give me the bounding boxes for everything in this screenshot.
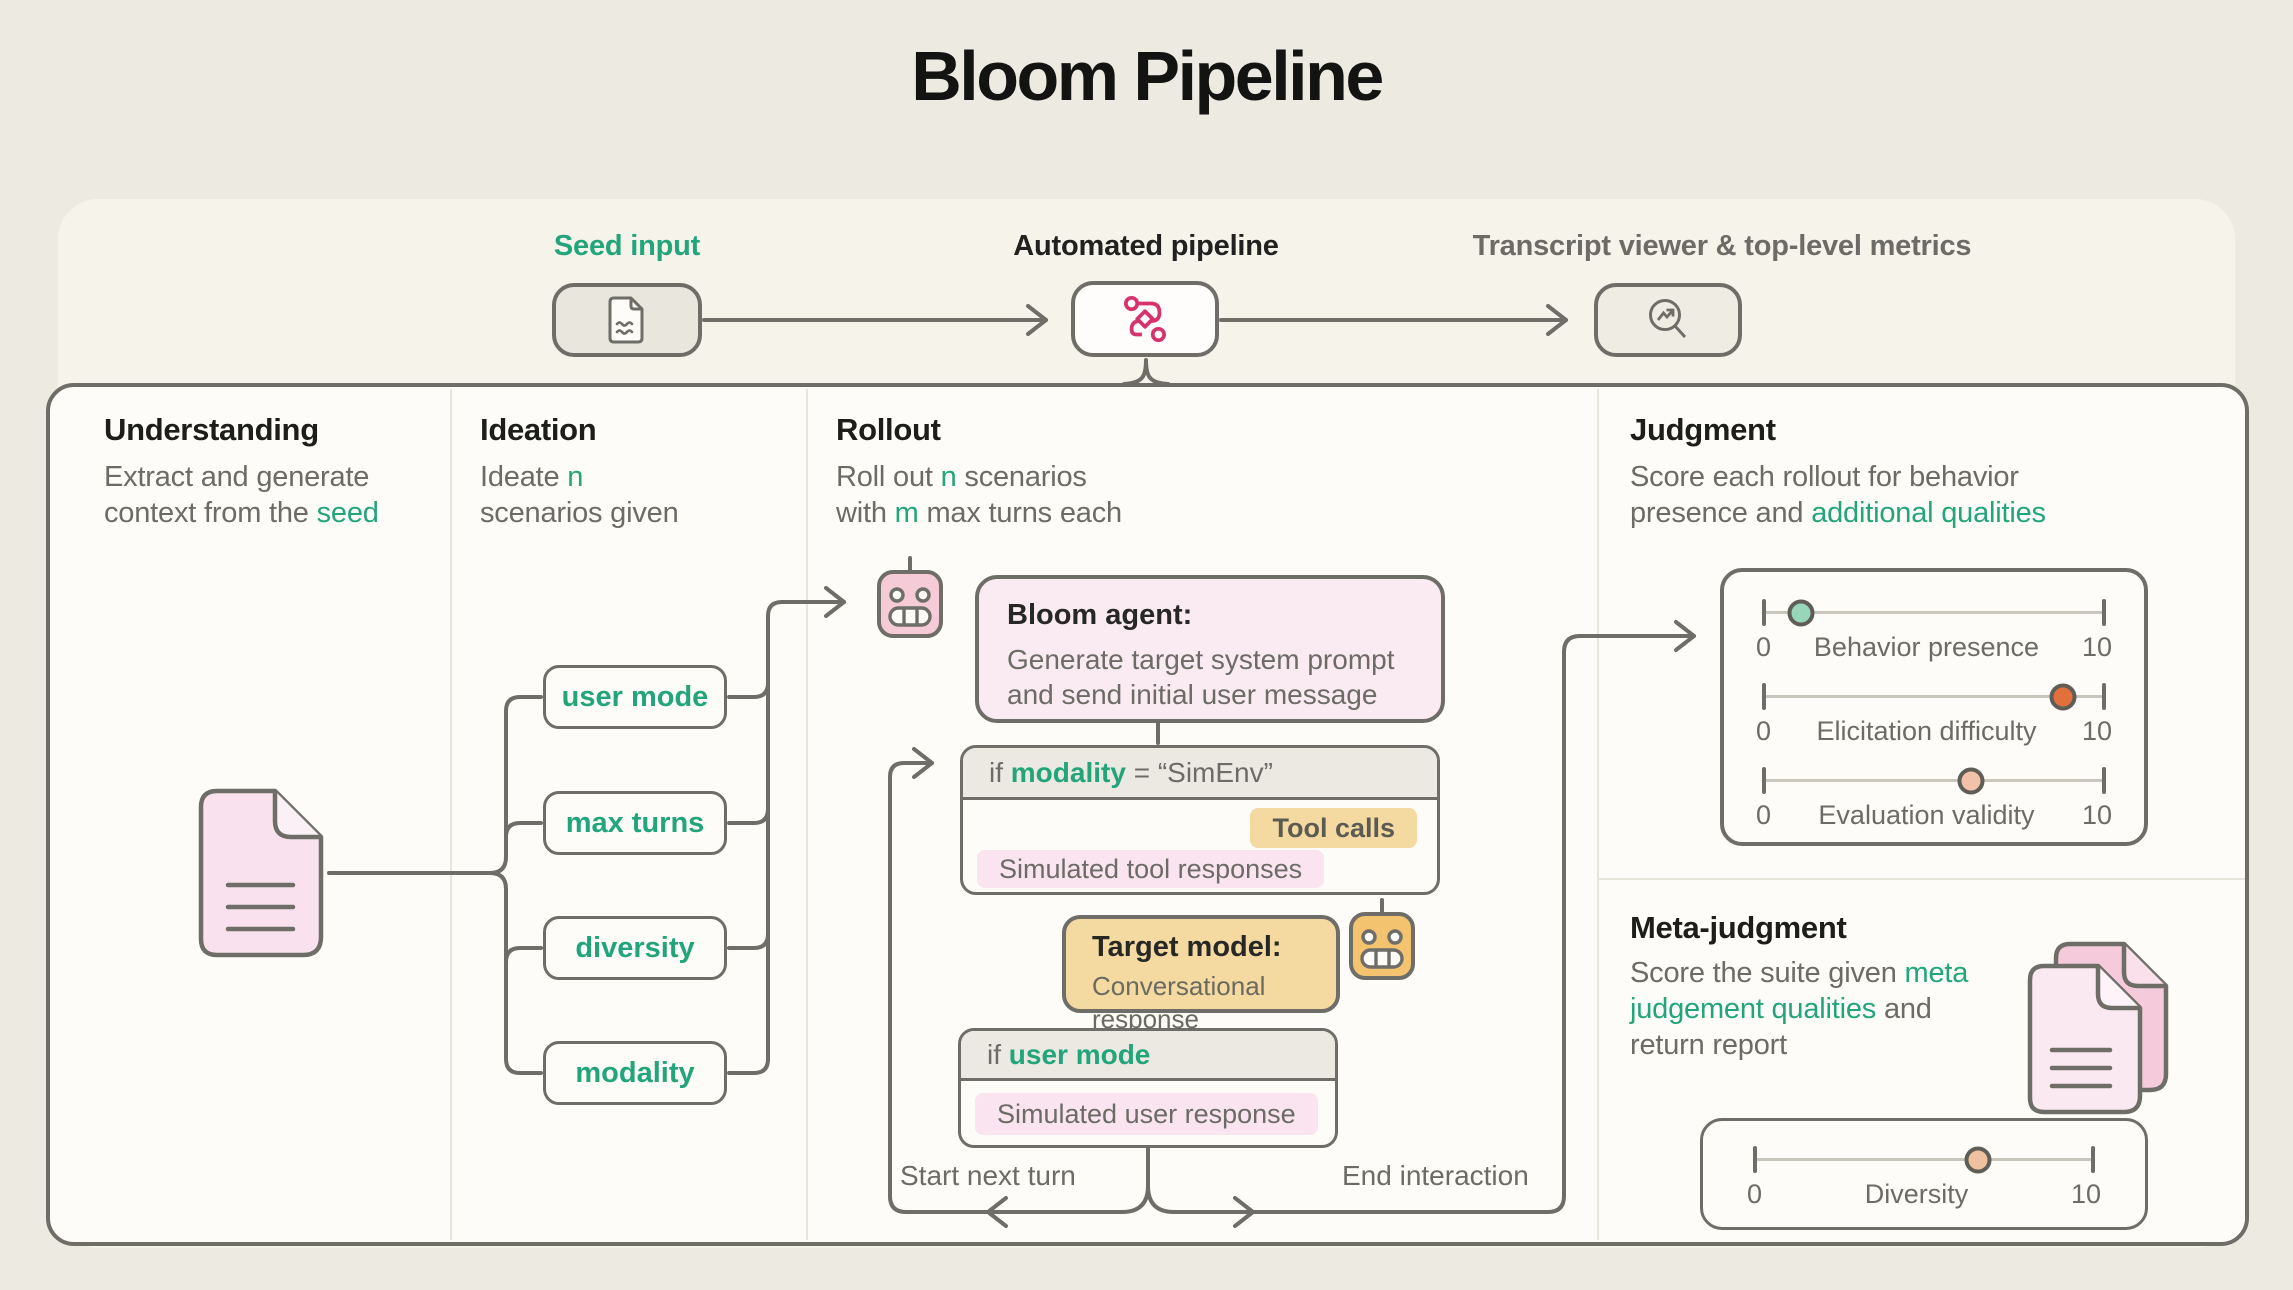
understanding-heading: Understanding xyxy=(104,412,319,447)
slider-handle[interactable] xyxy=(1787,599,1815,626)
slider-tick xyxy=(2091,1146,2095,1173)
slider-handle[interactable] xyxy=(1957,767,1985,794)
judgment-heading: Judgment xyxy=(1630,412,1776,447)
slider-max: 10 xyxy=(2081,716,2112,746)
simulated-tool-responses-badge: Simulated tool responses xyxy=(977,850,1325,888)
slider-behavior-presence: 0 Behavior presence 10 xyxy=(1756,598,2112,682)
bloom-agent-robot-icon xyxy=(877,556,943,638)
target-model-body: Conversational response xyxy=(1092,971,1266,1034)
slider-track xyxy=(1764,695,2104,698)
slider-track xyxy=(1755,1158,2093,1161)
automated-pipeline-node xyxy=(1071,281,1219,357)
param-user-mode: user mode xyxy=(543,665,727,729)
meta-judgment-heading: Meta-judgment xyxy=(1630,910,1847,945)
column-divider xyxy=(1597,389,1599,1240)
slider-tick xyxy=(1753,1146,1757,1173)
slider-min: 0 xyxy=(1756,632,1772,662)
seed-input-label: Seed input xyxy=(553,230,701,262)
ideation-heading: Ideation xyxy=(480,412,597,447)
slider-min: 0 xyxy=(1756,716,1772,746)
start-next-turn-label: Start next turn xyxy=(900,1160,1076,1191)
slider-tick xyxy=(1762,767,1766,794)
slider-evaluation-validity: 0 Evaluation validity 10 xyxy=(1756,766,2112,850)
judgment-desc: Score each rollout for behavior presence… xyxy=(1630,461,2046,529)
slider-label: Behavior presence xyxy=(1813,632,2040,662)
seed-document-icon xyxy=(198,788,324,958)
slider-tick xyxy=(2102,767,2106,794)
param-diversity: diversity xyxy=(543,916,727,980)
bloom-agent-body: Generate target system prompt and send i… xyxy=(1007,644,1395,711)
slider-min: 0 xyxy=(1747,1179,1763,1209)
row-divider xyxy=(1599,878,2245,880)
page-title: Bloom Pipeline xyxy=(911,37,1384,115)
slider-elicitation-difficulty: 0 Elicitation difficulty 10 xyxy=(1756,682,2112,766)
meta-judgment-desc: Score the suite given meta judgement qua… xyxy=(1630,957,1969,1061)
workflow-icon xyxy=(1124,295,1166,343)
target-model-block: Target model: Conversational response xyxy=(1062,915,1340,1034)
understanding-desc: Extract and generate context from the se… xyxy=(104,461,379,529)
automated-pipeline-label: Automated pipeline xyxy=(1013,230,1279,262)
slider-track xyxy=(1764,611,2104,614)
slider-label: Diversity xyxy=(1864,1179,1969,1209)
slider-max: 10 xyxy=(2081,632,2112,662)
document-icon xyxy=(608,296,644,344)
column-divider xyxy=(806,389,808,1240)
ideation-desc: Ideate n scenarios given xyxy=(480,461,679,529)
rollout-desc: Roll out n scenarios with m max turns ea… xyxy=(836,461,1122,529)
transcript-viewer-node xyxy=(1594,283,1742,357)
slider-tick xyxy=(2102,599,2106,626)
slider-tick xyxy=(2102,683,2106,710)
simulated-user-response-badge: Simulated user response xyxy=(975,1093,1318,1135)
slider-handle[interactable] xyxy=(1964,1146,1992,1173)
bloom-agent-title: Bloom agent: xyxy=(1007,599,1193,631)
slider-max: 10 xyxy=(2070,1179,2101,1209)
slider-handle[interactable] xyxy=(2049,683,2077,710)
column-divider xyxy=(450,389,452,1240)
slider-diversity: 0 Diversity 10 xyxy=(1747,1145,2101,1229)
target-model-title: Target model: xyxy=(1092,931,1282,963)
if-user-mode-block: if user mode Simulated user response xyxy=(958,1028,1338,1148)
slider-tick xyxy=(1762,683,1766,710)
slider-label: Elicitation difficulty xyxy=(1816,716,2037,746)
slider-tick xyxy=(1762,599,1766,626)
if-modality-simenv-block: if modality = “SimEnv” Tool calls Simula… xyxy=(960,745,1440,895)
slider-label: Evaluation validity xyxy=(1818,800,2035,830)
bloom-agent-block: Bloom agent: Generate target system prom… xyxy=(975,575,1445,723)
transcript-viewer-label: Transcript viewer & top-level metrics xyxy=(1472,230,1972,262)
if-modality-header: if modality = “SimEnv” xyxy=(963,748,1437,800)
report-documents-icon xyxy=(2027,941,2169,1115)
meta-diversity-panel: 0 Diversity 10 xyxy=(1700,1118,2148,1230)
magnifier-chart-icon xyxy=(1649,299,1687,339)
target-model-robot-icon xyxy=(1349,898,1415,980)
param-modality: modality xyxy=(543,1041,727,1105)
slider-track xyxy=(1764,779,2104,782)
slider-min: 0 xyxy=(1756,800,1772,830)
judgment-scores-panel: 0 Behavior presence 10 0 Elicitation dif… xyxy=(1720,568,2148,846)
if-user-mode-header: if user mode xyxy=(961,1031,1335,1081)
tool-calls-badge: Tool calls xyxy=(1250,808,1417,848)
seed-input-node xyxy=(552,283,702,357)
end-interaction-label: End interaction xyxy=(1342,1160,1529,1191)
param-max-turns: max turns xyxy=(543,791,727,855)
slider-max: 10 xyxy=(2081,800,2112,830)
rollout-heading: Rollout xyxy=(836,412,941,447)
